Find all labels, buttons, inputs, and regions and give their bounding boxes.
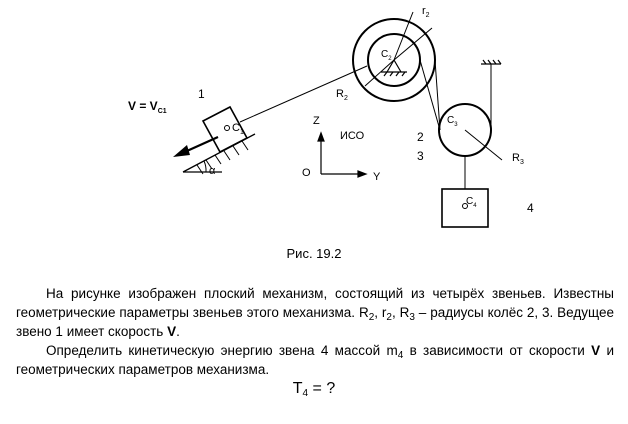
link-2-label: 2: [417, 130, 424, 144]
c1-label: C1: [232, 122, 244, 136]
rope-2-3-right: [434, 59, 441, 131]
velocity-arrow: [173, 135, 219, 157]
problem-description: На рисунке изображен плоский механизм, с…: [16, 286, 614, 339]
c3-label: C3: [447, 115, 458, 128]
axis-y-label: Y: [373, 171, 381, 183]
c2-label: C2: [381, 49, 392, 62]
R3-label: R3: [512, 152, 524, 166]
block-1: [201, 105, 249, 154]
coordinate-axes: [317, 131, 368, 178]
pulley-3: [438, 103, 503, 161]
rope-2-3-left: [419, 59, 441, 131]
axis-o-label: O: [302, 167, 311, 179]
link-3-label: 3: [417, 149, 424, 163]
answer-formula: T4 = ?: [292, 380, 336, 399]
pulley-2: [352, 11, 436, 102]
alpha-label: α: [209, 165, 216, 177]
c4-label: C4: [466, 196, 477, 209]
mechanism-diagram: V = VC1 1 C1 α r2 C2 R2 C3 R3 2 3 C4 4 Z…: [128, 5, 534, 228]
pulley-2-support: [381, 59, 407, 77]
link-1-label: 1: [198, 87, 205, 101]
weight-4: [441, 188, 489, 228]
r2-label: r2: [422, 5, 430, 19]
figure-caption: Рис. 19.2: [286, 246, 342, 261]
link-4-label: 4: [527, 201, 534, 215]
R2-label: R2: [336, 88, 348, 102]
rope-incline: [239, 65, 368, 123]
problem-task: Определить кинетическую энергию звена 4 …: [16, 343, 615, 377]
iso-label: ИСО: [340, 130, 365, 142]
axis-z-label: Z: [313, 115, 320, 127]
velocity-label: V = VC1: [128, 99, 167, 115]
ceiling-support: [481, 59, 502, 130]
